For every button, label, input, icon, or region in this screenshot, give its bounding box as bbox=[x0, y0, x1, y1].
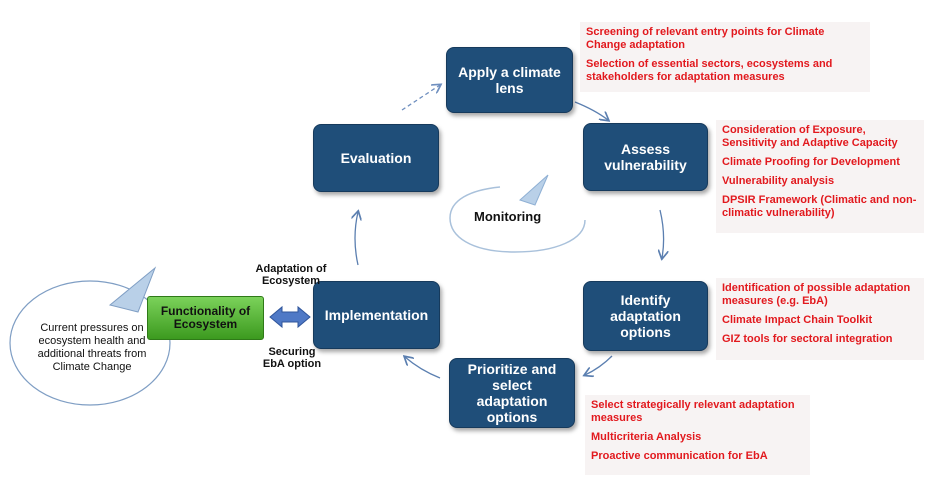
note-item: Vulnerability analysis bbox=[722, 175, 835, 187]
note-item: Climate Proofing for Development bbox=[722, 156, 900, 168]
arrow-assess-to-identify bbox=[660, 209, 664, 258]
note-item: Select strategically relevant adaptation… bbox=[591, 399, 795, 424]
step-prioritize-select: Prioritize and select adaptation options bbox=[449, 358, 575, 428]
pressure-text: Current pressures on ecosystem health an… bbox=[37, 322, 147, 373]
pressure-bubble bbox=[9, 280, 171, 406]
securing-eba-label: Securing EbA option bbox=[262, 346, 322, 370]
note-item: Consideration of Exposure, Sensitivity a… bbox=[722, 124, 898, 149]
step-apply-climate-lens: Apply a climate lens bbox=[446, 47, 573, 113]
note-item: DPSIR Framework (Climatic and non-climat… bbox=[722, 194, 917, 219]
notes-assess: Consideration of Exposure, Sensitivity a… bbox=[716, 120, 924, 233]
monitoring-ring bbox=[449, 186, 586, 253]
note-item: Screening of relevant entry points for C… bbox=[586, 26, 825, 51]
note-item: Proactive communication for EbA bbox=[591, 450, 768, 462]
arrow-implementation-to-evaluation bbox=[355, 212, 358, 266]
step-evaluation: Evaluation bbox=[313, 124, 439, 192]
arrow-apply-to-assess bbox=[574, 101, 608, 120]
arrow-prioritize-to-implementation bbox=[405, 357, 441, 379]
note-item: Identification of possible adaptation me… bbox=[722, 282, 911, 307]
adaptation-of-ecosystem-label: Adaptation of Ecosystem bbox=[255, 263, 327, 287]
step-implementation: Implementation bbox=[313, 281, 440, 349]
step-assess-vulnerability: Assess vulnerability bbox=[583, 123, 708, 191]
arrow-evaluation-to-apply bbox=[401, 85, 440, 111]
double-arrow bbox=[269, 305, 311, 329]
arrow-identify-to-prioritize bbox=[585, 355, 613, 375]
note-item: GIZ tools for sectoral integration bbox=[722, 333, 893, 345]
note-item: Selection of essential sectors, ecosyste… bbox=[586, 58, 833, 83]
step-identify-adaptation-options: Identify adaptation options bbox=[583, 281, 708, 351]
notes-identify: Identification of possible adaptation me… bbox=[716, 278, 924, 360]
notes-apply: Screening of relevant entry points for C… bbox=[580, 22, 870, 92]
functionality-box: Functionality of Ecosystem bbox=[147, 296, 264, 340]
pressure-pointer bbox=[108, 266, 157, 313]
monitoring-label: Monitoring bbox=[474, 209, 542, 224]
note-item: Climate Impact Chain Toolkit bbox=[722, 314, 873, 326]
monitoring-pointer bbox=[519, 174, 549, 206]
notes-prioritize: Select strategically relevant adaptation… bbox=[585, 395, 810, 475]
note-item: Multicriteria Analysis bbox=[591, 431, 702, 443]
